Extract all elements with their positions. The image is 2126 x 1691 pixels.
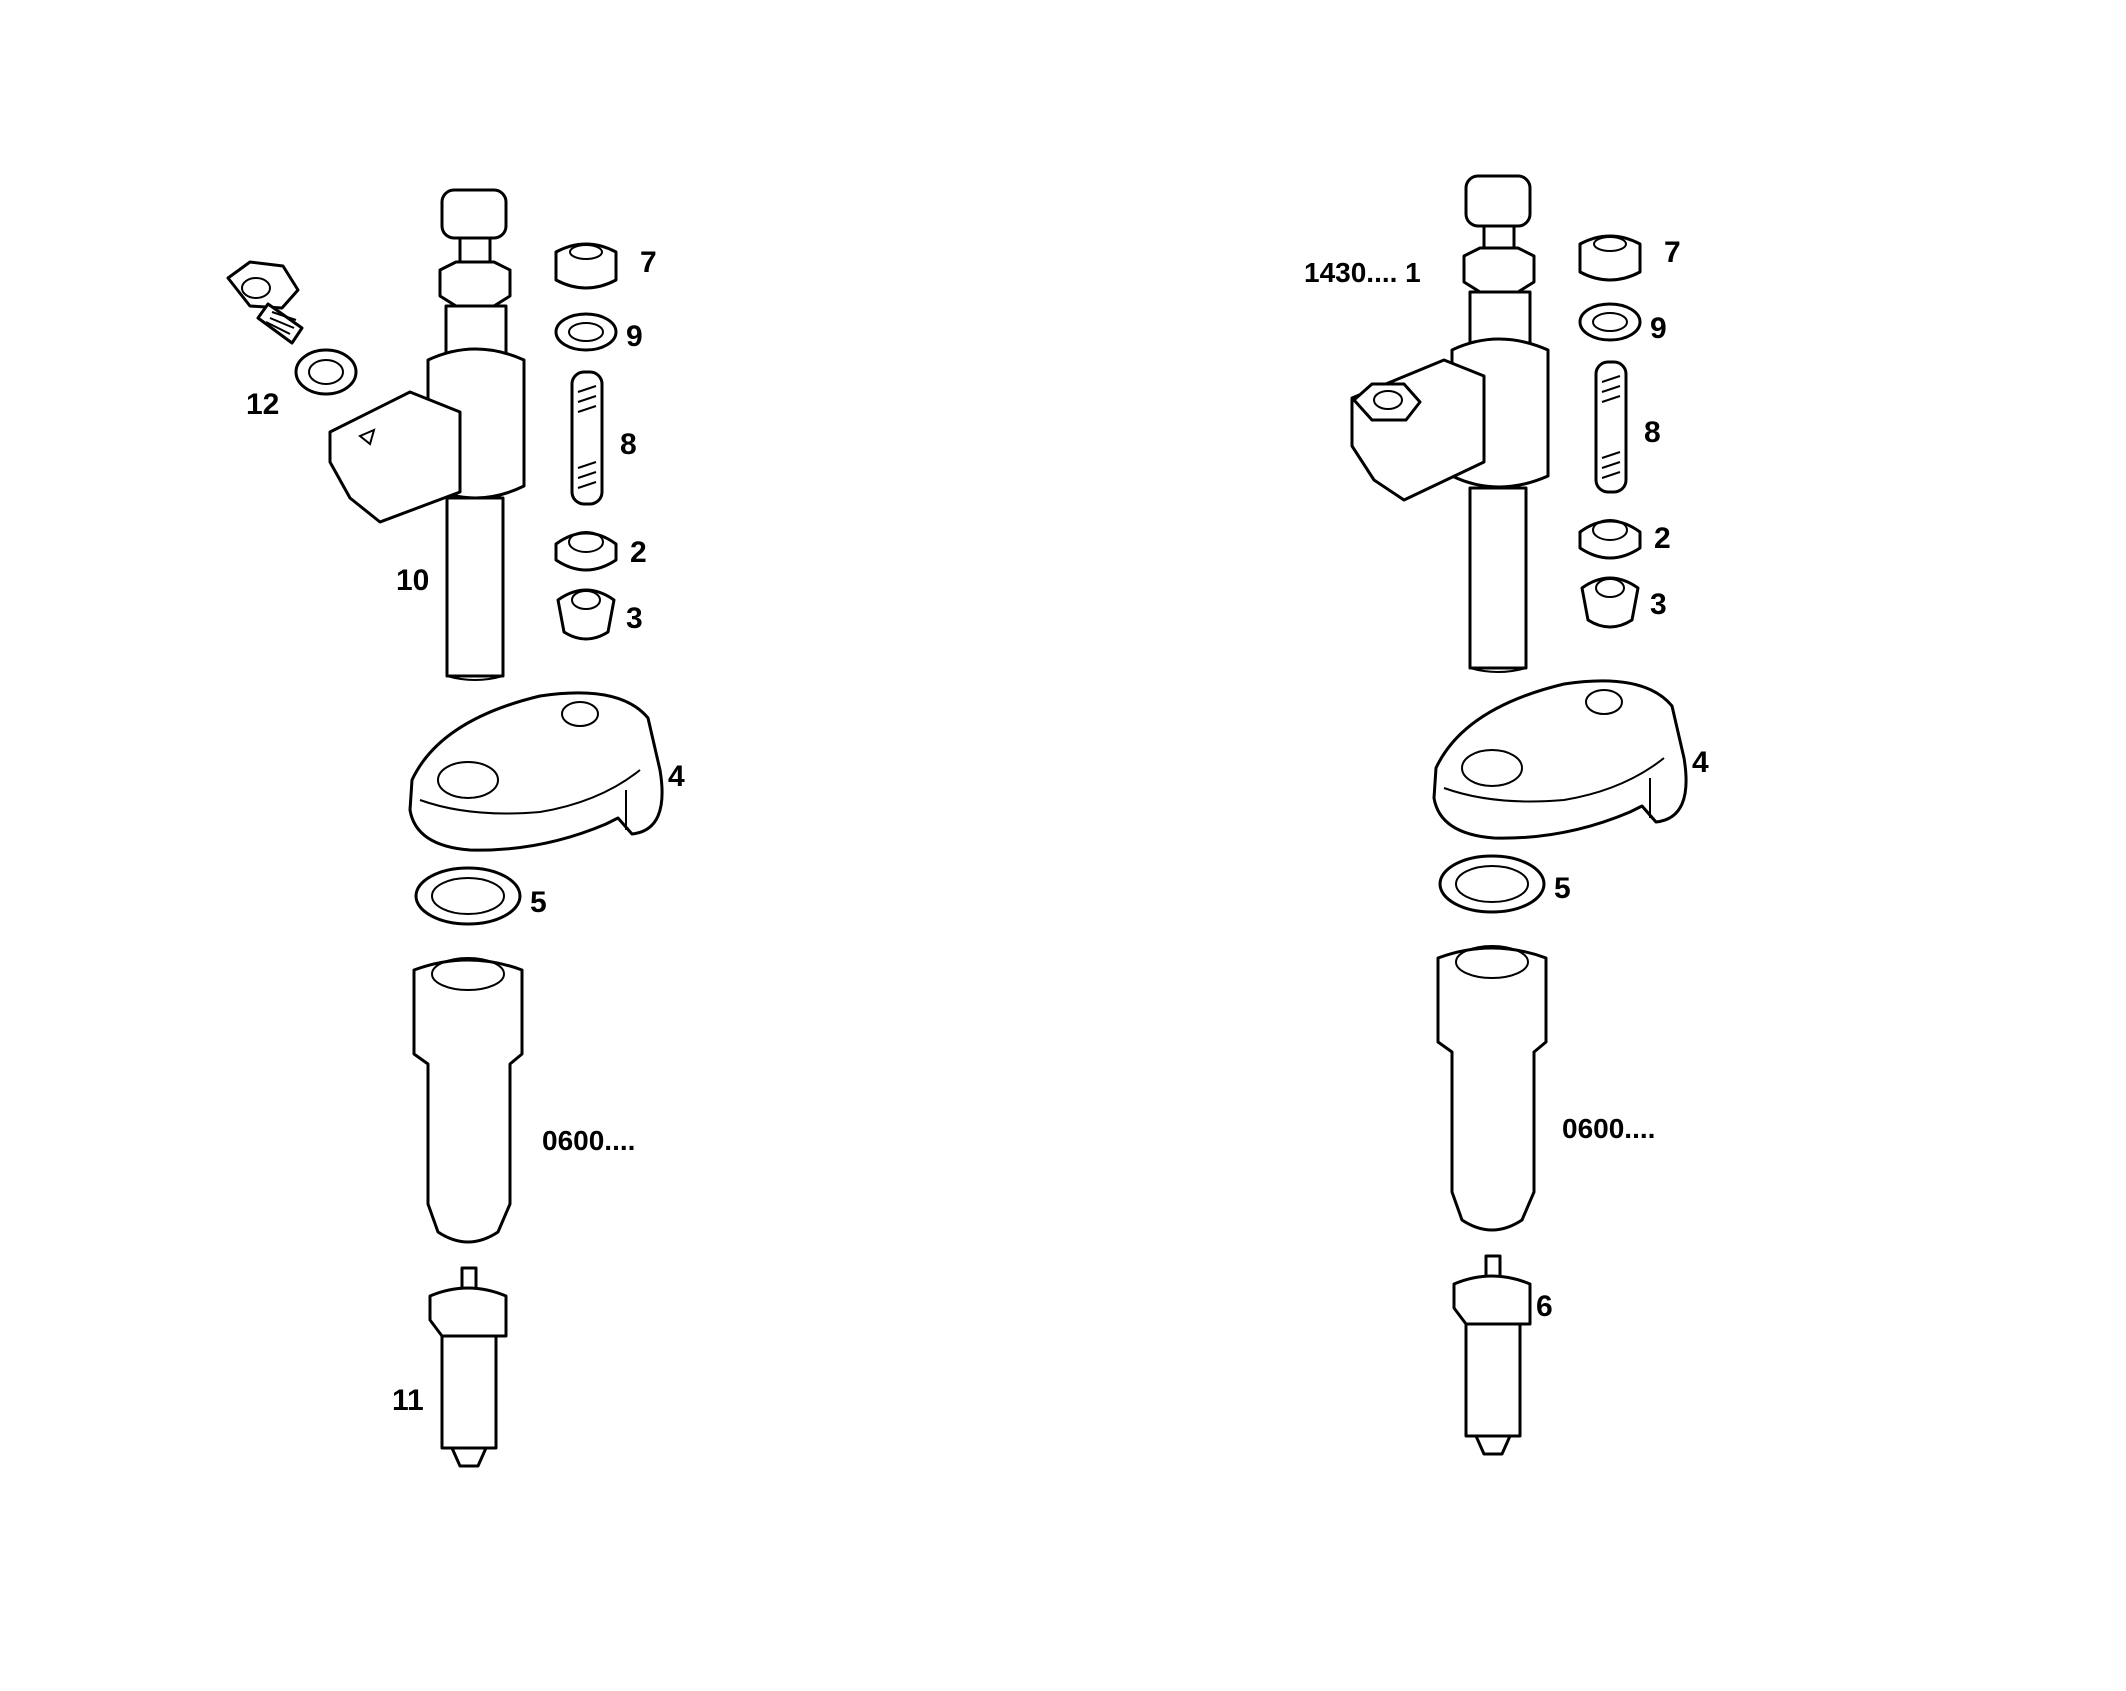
left-stud-8 (570, 370, 604, 506)
left-label-0600: 0600.... (542, 1125, 635, 1156)
left-nozzle-holder (412, 957, 524, 1244)
right-assembly: 7 1430.... 1 9 8 2 3 4 5 0600.... 6 (1304, 174, 1709, 1456)
left-banjo-bolt (226, 260, 304, 345)
left-label-9: 9 (626, 320, 643, 353)
left-assembly: 7 9 12 8 10 2 3 4 5 0600.... 11 (226, 188, 685, 1468)
left-injector-holder (328, 188, 526, 681)
left-label-4: 4 (668, 760, 685, 793)
right-label-6: 6 (1536, 1290, 1553, 1323)
right-label-8: 8 (1644, 416, 1661, 449)
left-seal-ring-5 (414, 866, 522, 926)
left-label-3: 3 (626, 602, 643, 635)
right-stud-8 (1594, 360, 1628, 494)
right-washer-9 (1578, 302, 1642, 342)
left-nut-7 (554, 242, 618, 290)
right-injector-holder (1350, 174, 1550, 673)
left-washer-12 (294, 348, 358, 396)
left-washer-9 (554, 312, 618, 352)
left-label-2: 2 (630, 536, 647, 569)
right-label-4: 4 (1692, 746, 1709, 779)
right-label-0600: 0600.... (1562, 1113, 1655, 1144)
right-nozzle-6 (1452, 1254, 1532, 1456)
right-washer-2 (1578, 519, 1642, 560)
left-label-12: 12 (246, 388, 279, 421)
right-label-2: 2 (1654, 522, 1671, 555)
left-label-5: 5 (530, 886, 547, 919)
right-nozzle-holder (1436, 945, 1548, 1232)
left-washer-2 (554, 531, 618, 572)
right-sleeve-3 (1580, 576, 1640, 629)
right-label-3: 3 (1650, 588, 1667, 621)
left-label-11: 11 (392, 1384, 424, 1417)
right-label-5: 5 (1554, 872, 1571, 905)
right-label-1430: 1430.... 1 (1304, 257, 1421, 288)
right-label-9: 9 (1650, 312, 1667, 345)
right-nut-7 (1578, 234, 1642, 282)
left-label-8: 8 (620, 428, 637, 461)
left-nozzle-11 (428, 1266, 508, 1468)
left-label-7: 7 (640, 246, 657, 279)
right-clamp-flange-4 (1432, 679, 1688, 840)
right-seal-ring-5 (1438, 854, 1546, 914)
left-clamp-flange-4 (408, 691, 664, 852)
left-sleeve-3 (556, 588, 616, 641)
left-label-10: 10 (396, 564, 429, 597)
right-label-7: 7 (1664, 236, 1681, 269)
